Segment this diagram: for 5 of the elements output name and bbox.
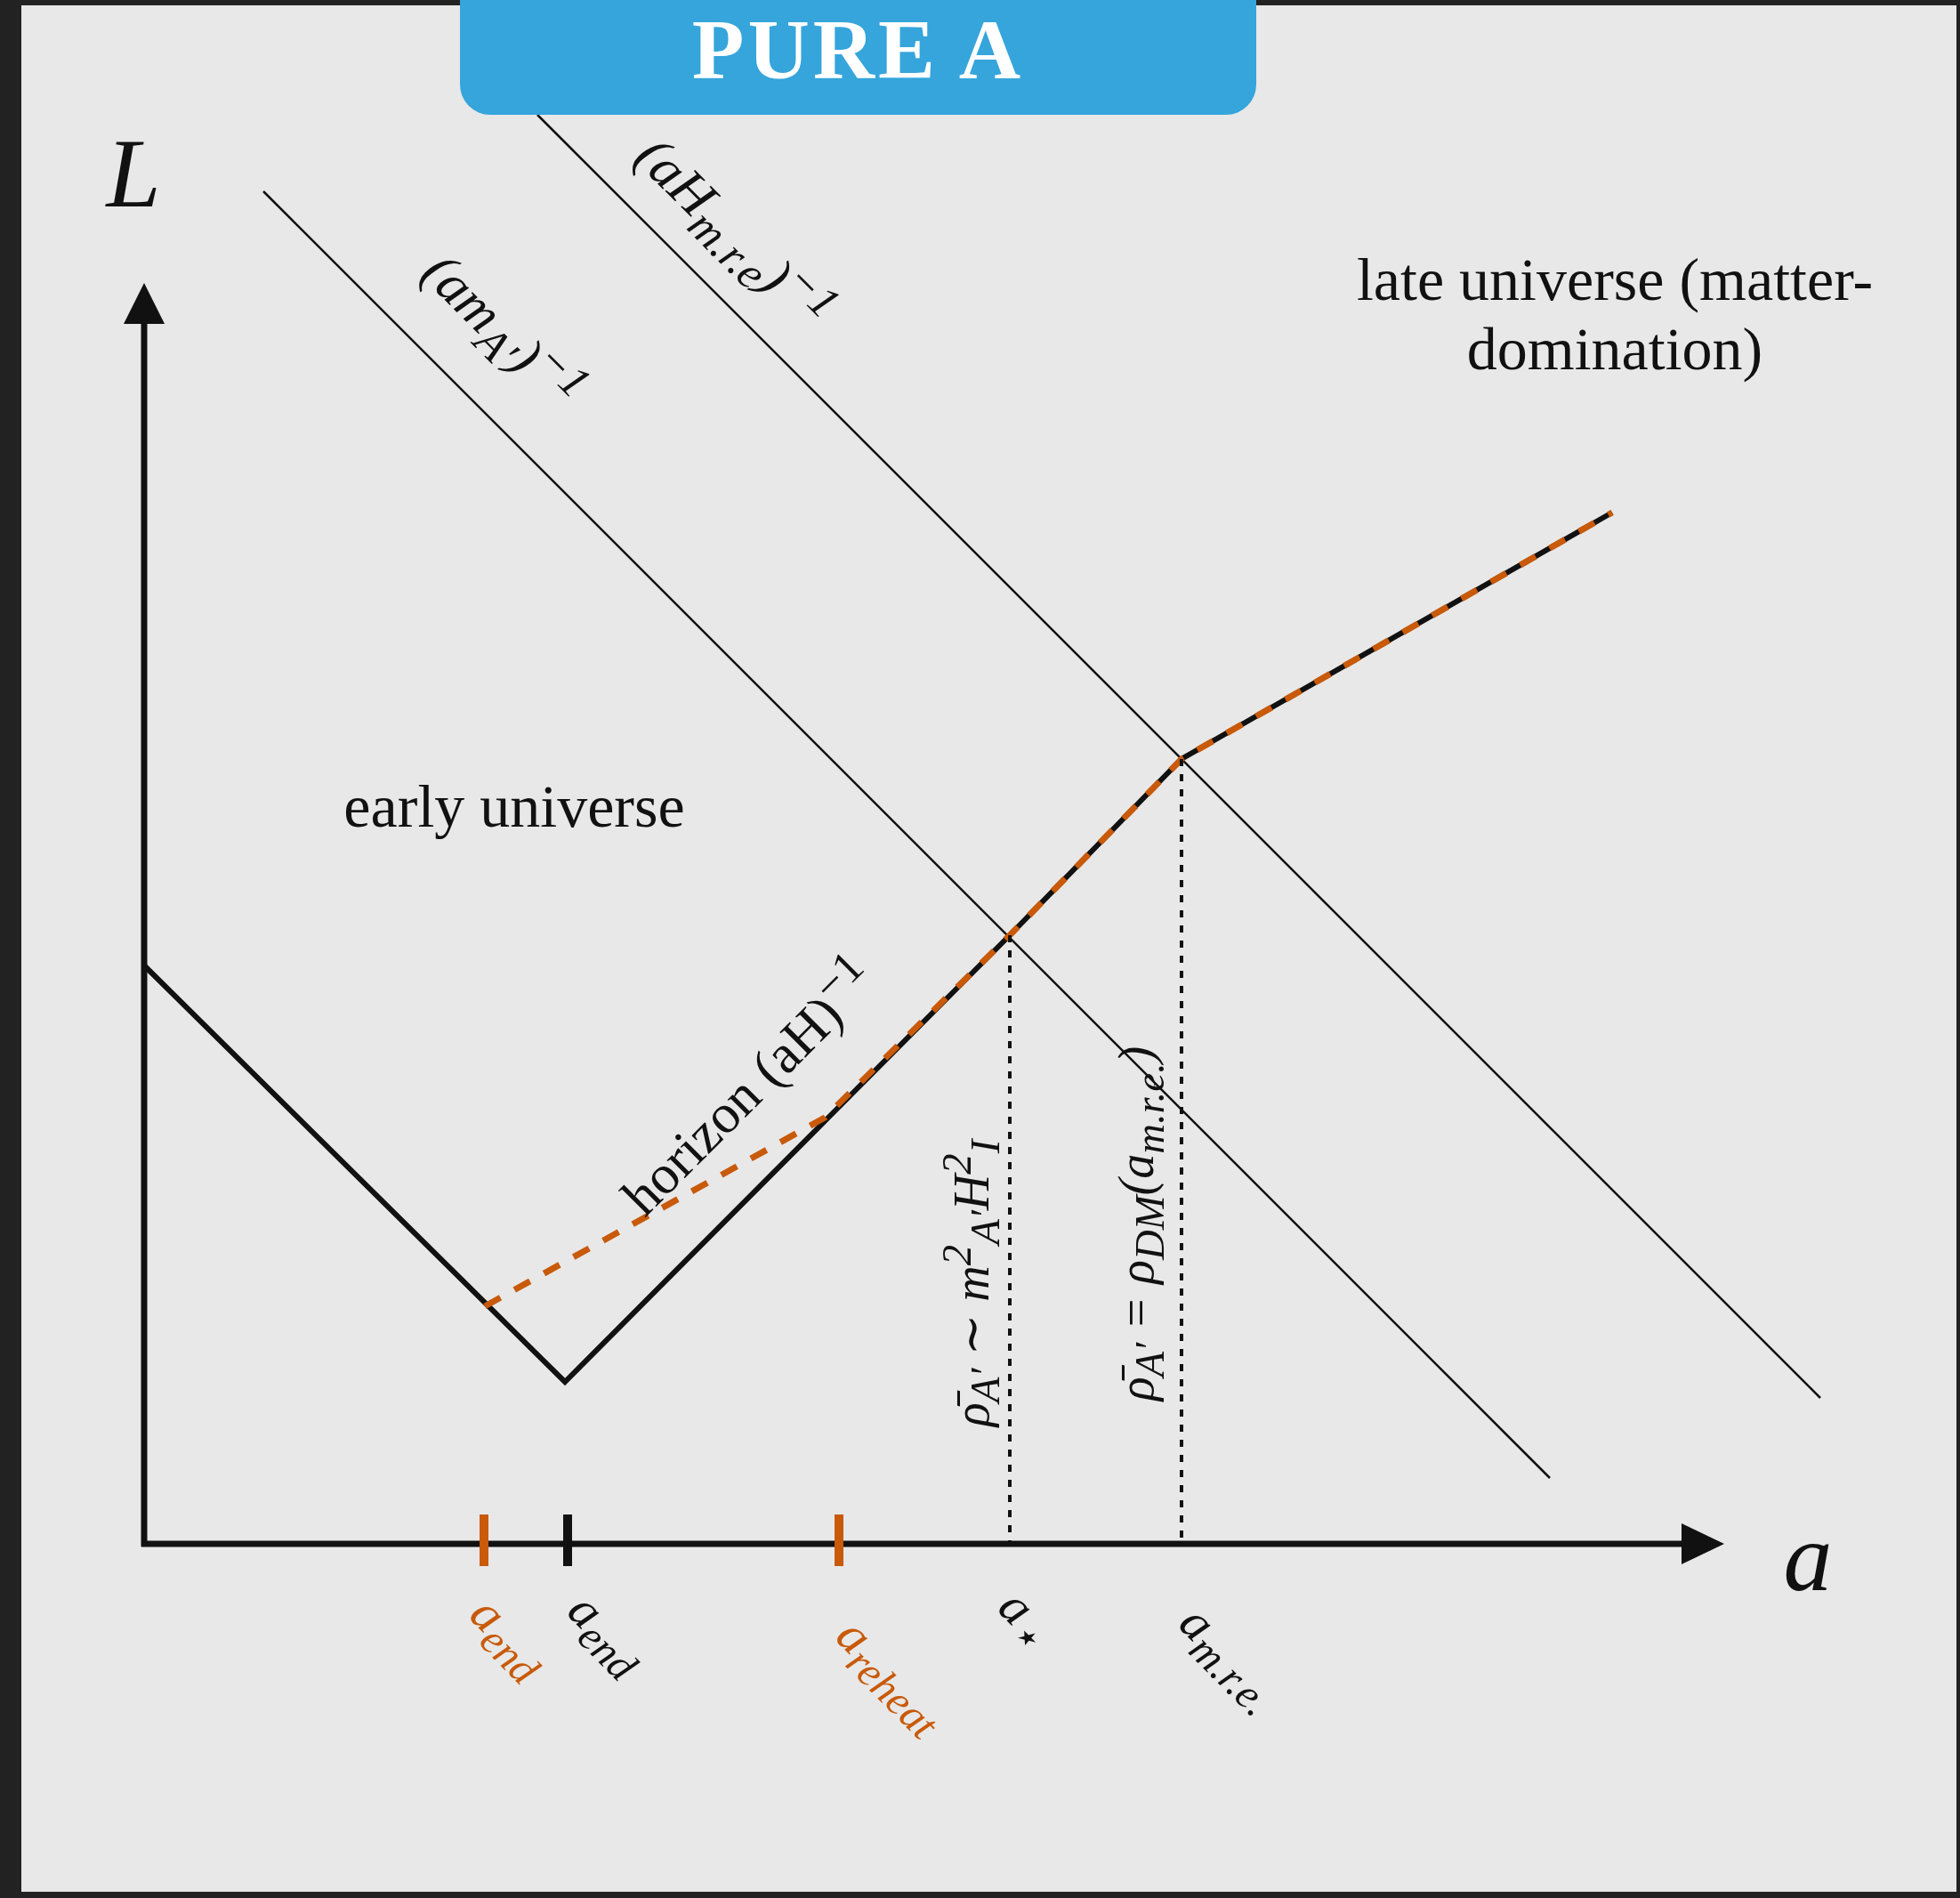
axis-label: L (106, 117, 161, 230)
title-banner: PURE A (460, 0, 1256, 115)
axis-label: a (1783, 1501, 1833, 1613)
region-label: late universe (matter-domination) (1355, 244, 1875, 384)
region-label: early universe (343, 771, 685, 842)
